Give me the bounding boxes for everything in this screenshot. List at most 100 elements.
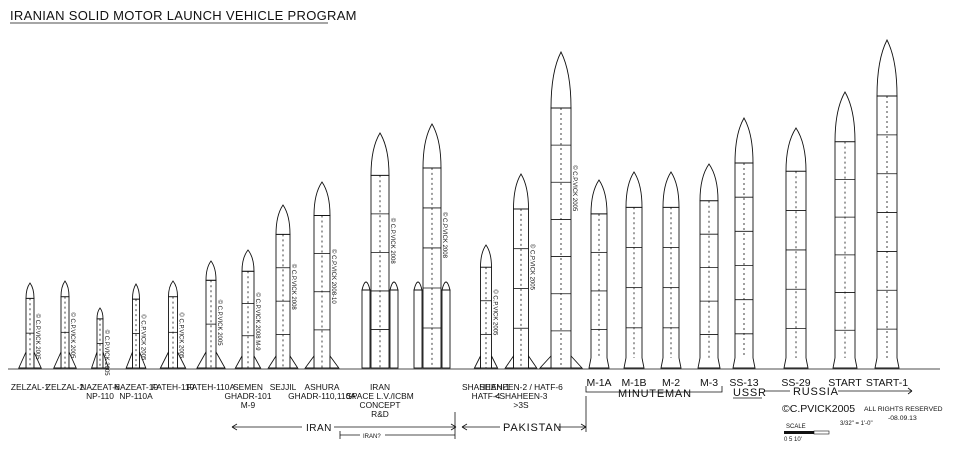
rocket-stamp: © C.P.VICK 2008 [441,212,448,259]
rocket-stamp: © C.P.VICK 2008 [290,264,297,311]
rocket-nose [834,91,856,143]
rocket-8: © C.P.VICK 2008-10 [304,181,340,369]
rocket-nose [785,127,807,172]
rocket-nose [699,163,719,202]
rocket-14 [588,179,610,369]
vehicle-sublabel: NP-110A [119,391,153,401]
vehicle-label: SHAHEEN-2 / HATF-6 [479,382,563,392]
copyright-main: ©C.PVICK2005 [782,403,855,415]
rocket-nose [625,171,643,208]
scale-ticks: 0 5 10' [784,437,802,443]
rocket-stamp: © C.P.VICK 2005 [571,165,578,212]
labels-layer: ZELZAL-1ZELZAL-2NAZEAT-6NP-110NAZEAT-10N… [11,377,908,419]
rocket-nose [205,260,217,281]
rocket-nose [422,123,442,169]
booster-body [413,289,423,369]
rocket-11: © C.P.VICK 2005 [473,244,499,369]
rocket-fin-right [528,354,538,369]
rocket-nose [370,132,390,176]
vehicle-sublabel: R&D [371,409,389,419]
rocket-skirt [783,357,809,369]
vehicle-label: ZELZAL-1 [11,382,50,392]
rocket-fin-left [125,351,133,369]
vehicle-sublabel: GHADR-110,110A [288,391,356,401]
rocket-fin-left [538,354,552,369]
vehicle-sublabel: HATF-4 [472,391,501,401]
rocket-stamp: © C.P.VICK 2008-10 [330,249,337,304]
copyright-block: ©C.PVICK2005 ALL RIGHTS RESERVED -08.09.… [782,403,943,422]
rocket-stamp: © C.P.VICK 2005 [529,244,536,291]
vehicle-label: START [828,377,862,389]
vehicle-label: ASHURA [305,382,340,392]
rocket-skirt [874,357,900,369]
rocket-3: © C.P.VICK 2005 [125,283,147,369]
rocket-10: © C.P.VICK 2008 [413,123,451,369]
rocket-nose [734,117,754,164]
vehicle-label: FATEH-110A [187,382,236,392]
rocket-12: © C.P.VICK 2005 [504,173,538,369]
rocket-13: © C.P.VICK 2005 [538,51,584,369]
vehicle-label: SHAHEEN-1 [462,382,510,392]
vehicle-sublabel: SPACE L.V./ICBM [346,391,414,401]
pakistan-arrow-right [580,423,587,431]
group-iran-q: IRAN? [363,434,381,440]
rocket-fin-left [18,351,27,369]
scale-label: SCALE [786,424,806,430]
vehicle-sublabel: M-9 [241,400,256,410]
group-iran: IRAN [306,423,332,434]
vehicle-sublabel: NP-110 [86,391,114,401]
vehicle-label: SEJJIL [270,382,297,392]
rocket-skirt [697,357,721,369]
rocket-stamp: © C.P.VICK 2005 [178,312,185,359]
rocket-stamp: © C.P.VICK 2005 [216,300,223,347]
rocket-fin-right [253,355,262,369]
group-minuteman: MINUTEMAN [618,388,692,400]
rocket-stamp: © C.P.VICK 2005 [492,289,499,336]
rocket-fin-left [234,355,243,369]
booster-body [361,289,371,369]
vehicle-label: FATEH-110 [152,382,195,392]
copyright-rights: ALL RIGHTS RESERVED [864,406,943,413]
scale-ratio: 3/32" = 1'-0" [840,421,873,427]
scale-bar: SCALE 0 5 10' 3/32" = 1'-0" [784,421,873,443]
pakistan-arrow-left [461,423,468,431]
rocket-nose [513,173,529,210]
rocket-nose [313,181,331,216]
rocket-fin-left [473,355,481,369]
iran-arrow-left [231,423,238,431]
rocket-stamp: © C.P.VICK 2005 [140,314,147,361]
rocket-fin-left [53,351,62,369]
rocket-stamp: © C.P.VICK 2008 [389,218,396,265]
group-brackets: MINUTEMAN USSR RUSSIA IRAN IRAN? PA [231,386,913,440]
vehicle-sublabel: CONCEPT [360,400,401,410]
group-pakistan: PAKISTAN [503,422,562,434]
rocket-nose [480,244,492,268]
booster-body [389,289,399,369]
rocket-skirt [732,357,756,369]
rocket-19 [783,127,809,369]
rocket-nose [96,307,104,320]
vehicle-label: SEMEN [233,382,263,392]
rocket-16 [660,171,682,369]
rockets-layer: © C.P.VICK 2005 © C.P.VICK 2005 © C.P.VICK… [8,39,940,376]
rocket-stamp: © C.P.VICK 2005 [69,312,76,359]
rocket-skirt [588,357,610,369]
rocket-body [785,170,807,369]
rocket-fin-left [304,354,315,369]
rocket-7: © C.P.VICK 2008 [267,204,299,369]
booster-body [441,289,451,369]
rocket-17 [697,163,721,369]
vehicle-label: START-1 [866,377,908,389]
rocket-fin-right [215,350,226,369]
vehicle-sublabel: <SHAHEEN-3 [495,391,548,401]
rocket-20 [832,91,858,369]
group-ussr: USSR [733,387,767,399]
rocket-0: © C.P.VICK 2005 [18,282,42,369]
rocket-fin-right [139,351,147,369]
rocket-skirt [832,357,858,369]
vehicle-sublabel: >3S [513,400,529,410]
rocket-5: © C.P.VICK 2005 [196,260,226,369]
rocket-fin-right [289,354,299,369]
rocket-2: © C.P.VICK 2005 [90,307,110,376]
